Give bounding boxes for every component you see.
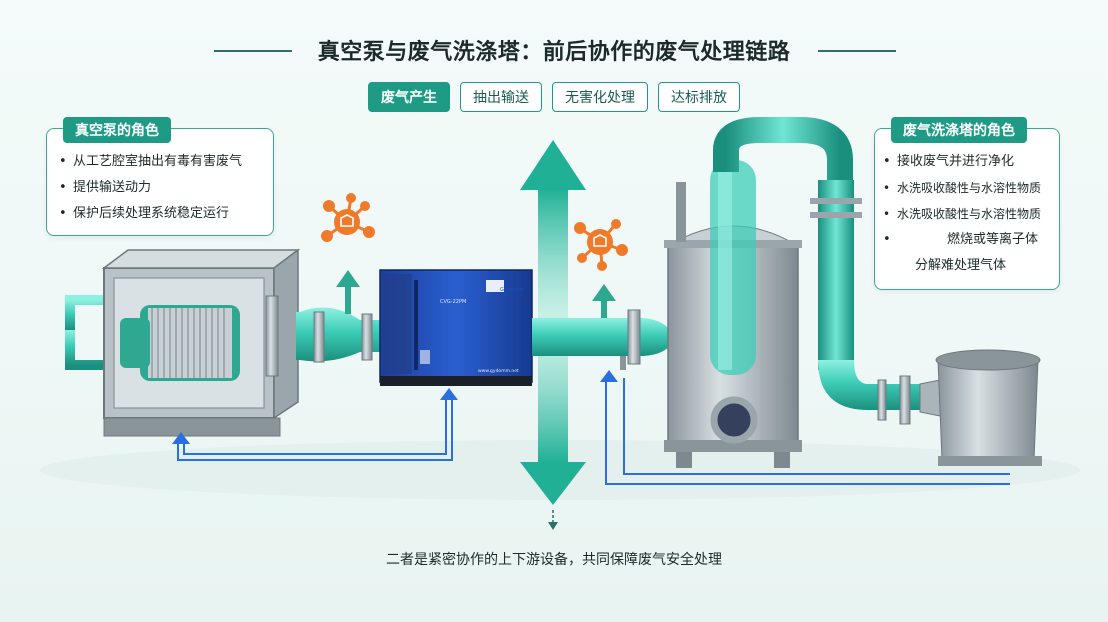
up-arrow-right — [592, 284, 616, 318]
molecule-icon — [574, 219, 628, 271]
list-item: 提供输送动力 — [59, 175, 273, 201]
list-item: 从工艺腔室抽出有毒有害废气 — [59, 149, 273, 175]
step-harmless-treatment: 无害化处理 — [552, 82, 648, 112]
step-compliant-discharge: 达标排放 — [658, 82, 740, 112]
vacuum-pump-role-title: 真空泵的角色 — [63, 117, 171, 143]
list-item: 水洗吸收酸性与水溶性物质 — [883, 175, 1059, 201]
pump-model-text: CVG-22PM — [440, 299, 466, 305]
process-steps: 废气产生 抽出输送 无害化处理 达标排放 — [0, 82, 1108, 112]
scrubber-role-box: 废气洗涤塔的角色 接收废气并进行净化 水洗吸收酸性与水溶性物质 水洗吸收酸性与水… — [874, 117, 1060, 290]
vacuum-chamber — [65, 248, 301, 437]
scrubber-role-title: 废气洗涤塔的角色 — [891, 117, 1027, 143]
vacuum-pump-role-box: 真空泵的角色 从工艺腔室抽出有毒有害废气 提供输送动力 保护后续处理系统稳定运行 — [46, 117, 274, 236]
list-item: 保护后续处理系统稳定运行 — [59, 201, 273, 227]
molecule-icon — [321, 193, 375, 242]
vacuum-pump: CVG-22PM Gyderom www.gydomm.net — [379, 269, 533, 386]
list-item: 分解难处理气体 — [915, 258, 1007, 273]
step-extraction-transport: 抽出输送 — [460, 82, 542, 112]
scrubber-tower — [664, 117, 1042, 468]
title-line-right — [818, 50, 896, 52]
title-line-left — [214, 50, 292, 52]
page-title: 真空泵与废气洗涤塔：前后协作的废气处理链路 — [317, 40, 791, 65]
outlet-pipe — [532, 309, 670, 370]
pump-brand-text: Gyderom — [500, 287, 523, 293]
list-item: 接收废气并进行净化 — [883, 149, 1059, 175]
blue-flow-lines — [172, 370, 1010, 485]
list-item: 水洗吸收酸性与水溶性物质 — [883, 201, 1059, 227]
summary-text: 二者是紧密协作的上下游设备，共同保障废气安全处理 — [386, 552, 722, 568]
pump-website-text: www.gydomm.net — [478, 368, 519, 374]
step-waste-gas-generation: 废气产生 — [368, 82, 450, 112]
list-item: 燃烧或等离子体 — [883, 227, 1059, 253]
inlet-pipe — [265, 295, 382, 377]
up-arrow-left — [336, 270, 360, 314]
